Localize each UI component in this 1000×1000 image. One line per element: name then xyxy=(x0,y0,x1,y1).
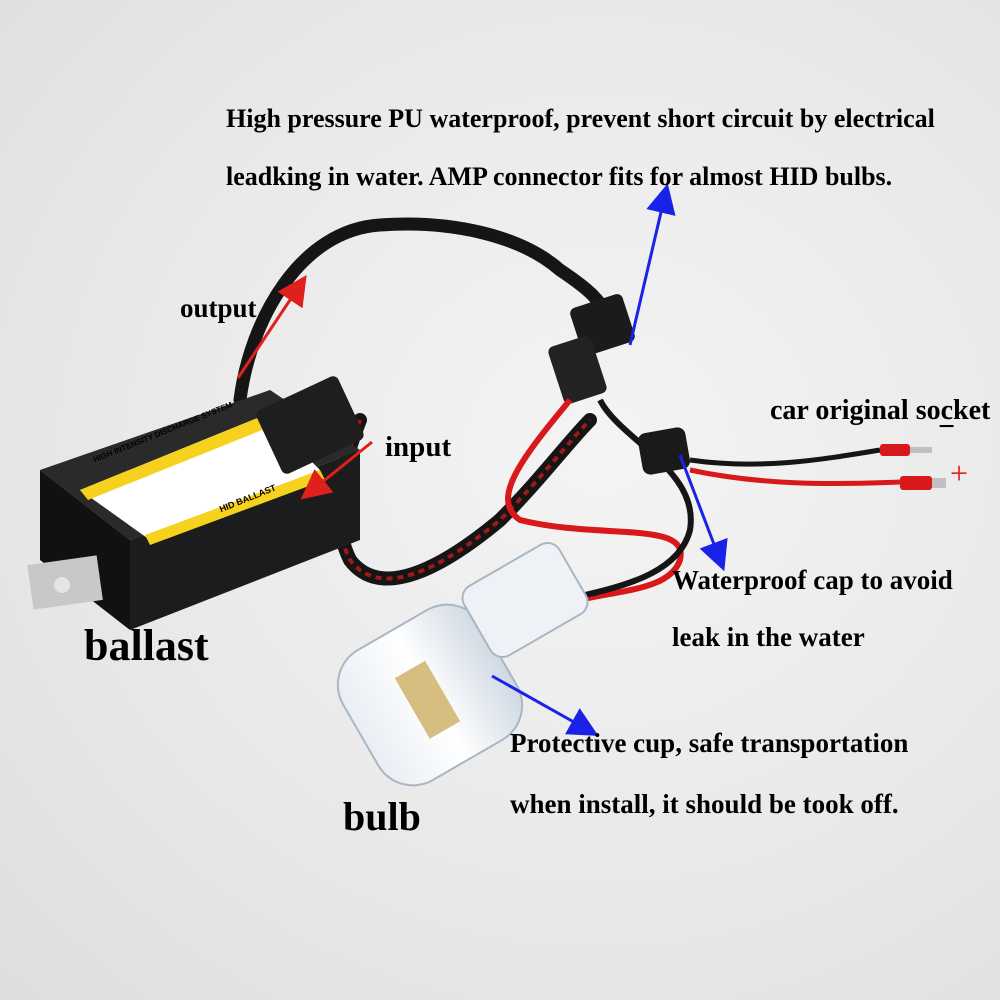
ballast-plug xyxy=(256,376,364,474)
output-cable xyxy=(233,217,617,407)
bulb-label: bulb xyxy=(343,794,421,839)
cup-text-line1: Protective cup, safe transportation xyxy=(510,728,909,758)
plus-sign: + xyxy=(950,455,969,491)
bulb-wire-red xyxy=(505,398,684,603)
ballast-unit xyxy=(27,390,360,630)
input-cable-red-core xyxy=(337,418,592,581)
bulb-wire-black xyxy=(584,398,694,598)
ballast-label: ballast xyxy=(84,621,209,670)
output-arrow xyxy=(236,275,307,379)
minus-sign: − xyxy=(938,410,956,443)
amp-connector xyxy=(548,294,635,404)
cup-arrow xyxy=(491,674,599,736)
bulb-unit xyxy=(336,541,589,787)
socket-terminal-negative xyxy=(880,444,910,456)
cap-text-line2: leak in the water xyxy=(672,622,865,652)
waterproof-cap xyxy=(637,427,691,475)
output-label: output xyxy=(180,293,257,323)
car-socket-label: car original socket xyxy=(770,395,991,426)
cup-text-line2: when install, it should be took off. xyxy=(510,789,899,819)
socket-wire-black xyxy=(689,447,881,467)
connector-arrow xyxy=(628,183,676,346)
socket-terminal-positive xyxy=(900,476,932,490)
cap-arrow xyxy=(678,454,728,572)
pu-waterproof-text-line1: High pressure PU waterproof, prevent sho… xyxy=(226,104,935,133)
input-label: input xyxy=(385,431,452,463)
input-arrow xyxy=(300,440,373,500)
pu-waterproof-text-line2: leadking in water. AMP connector fits fo… xyxy=(226,162,893,191)
cap-text-line1: Waterproof cap to avoid xyxy=(672,565,953,595)
socket-wire-red xyxy=(689,467,901,487)
